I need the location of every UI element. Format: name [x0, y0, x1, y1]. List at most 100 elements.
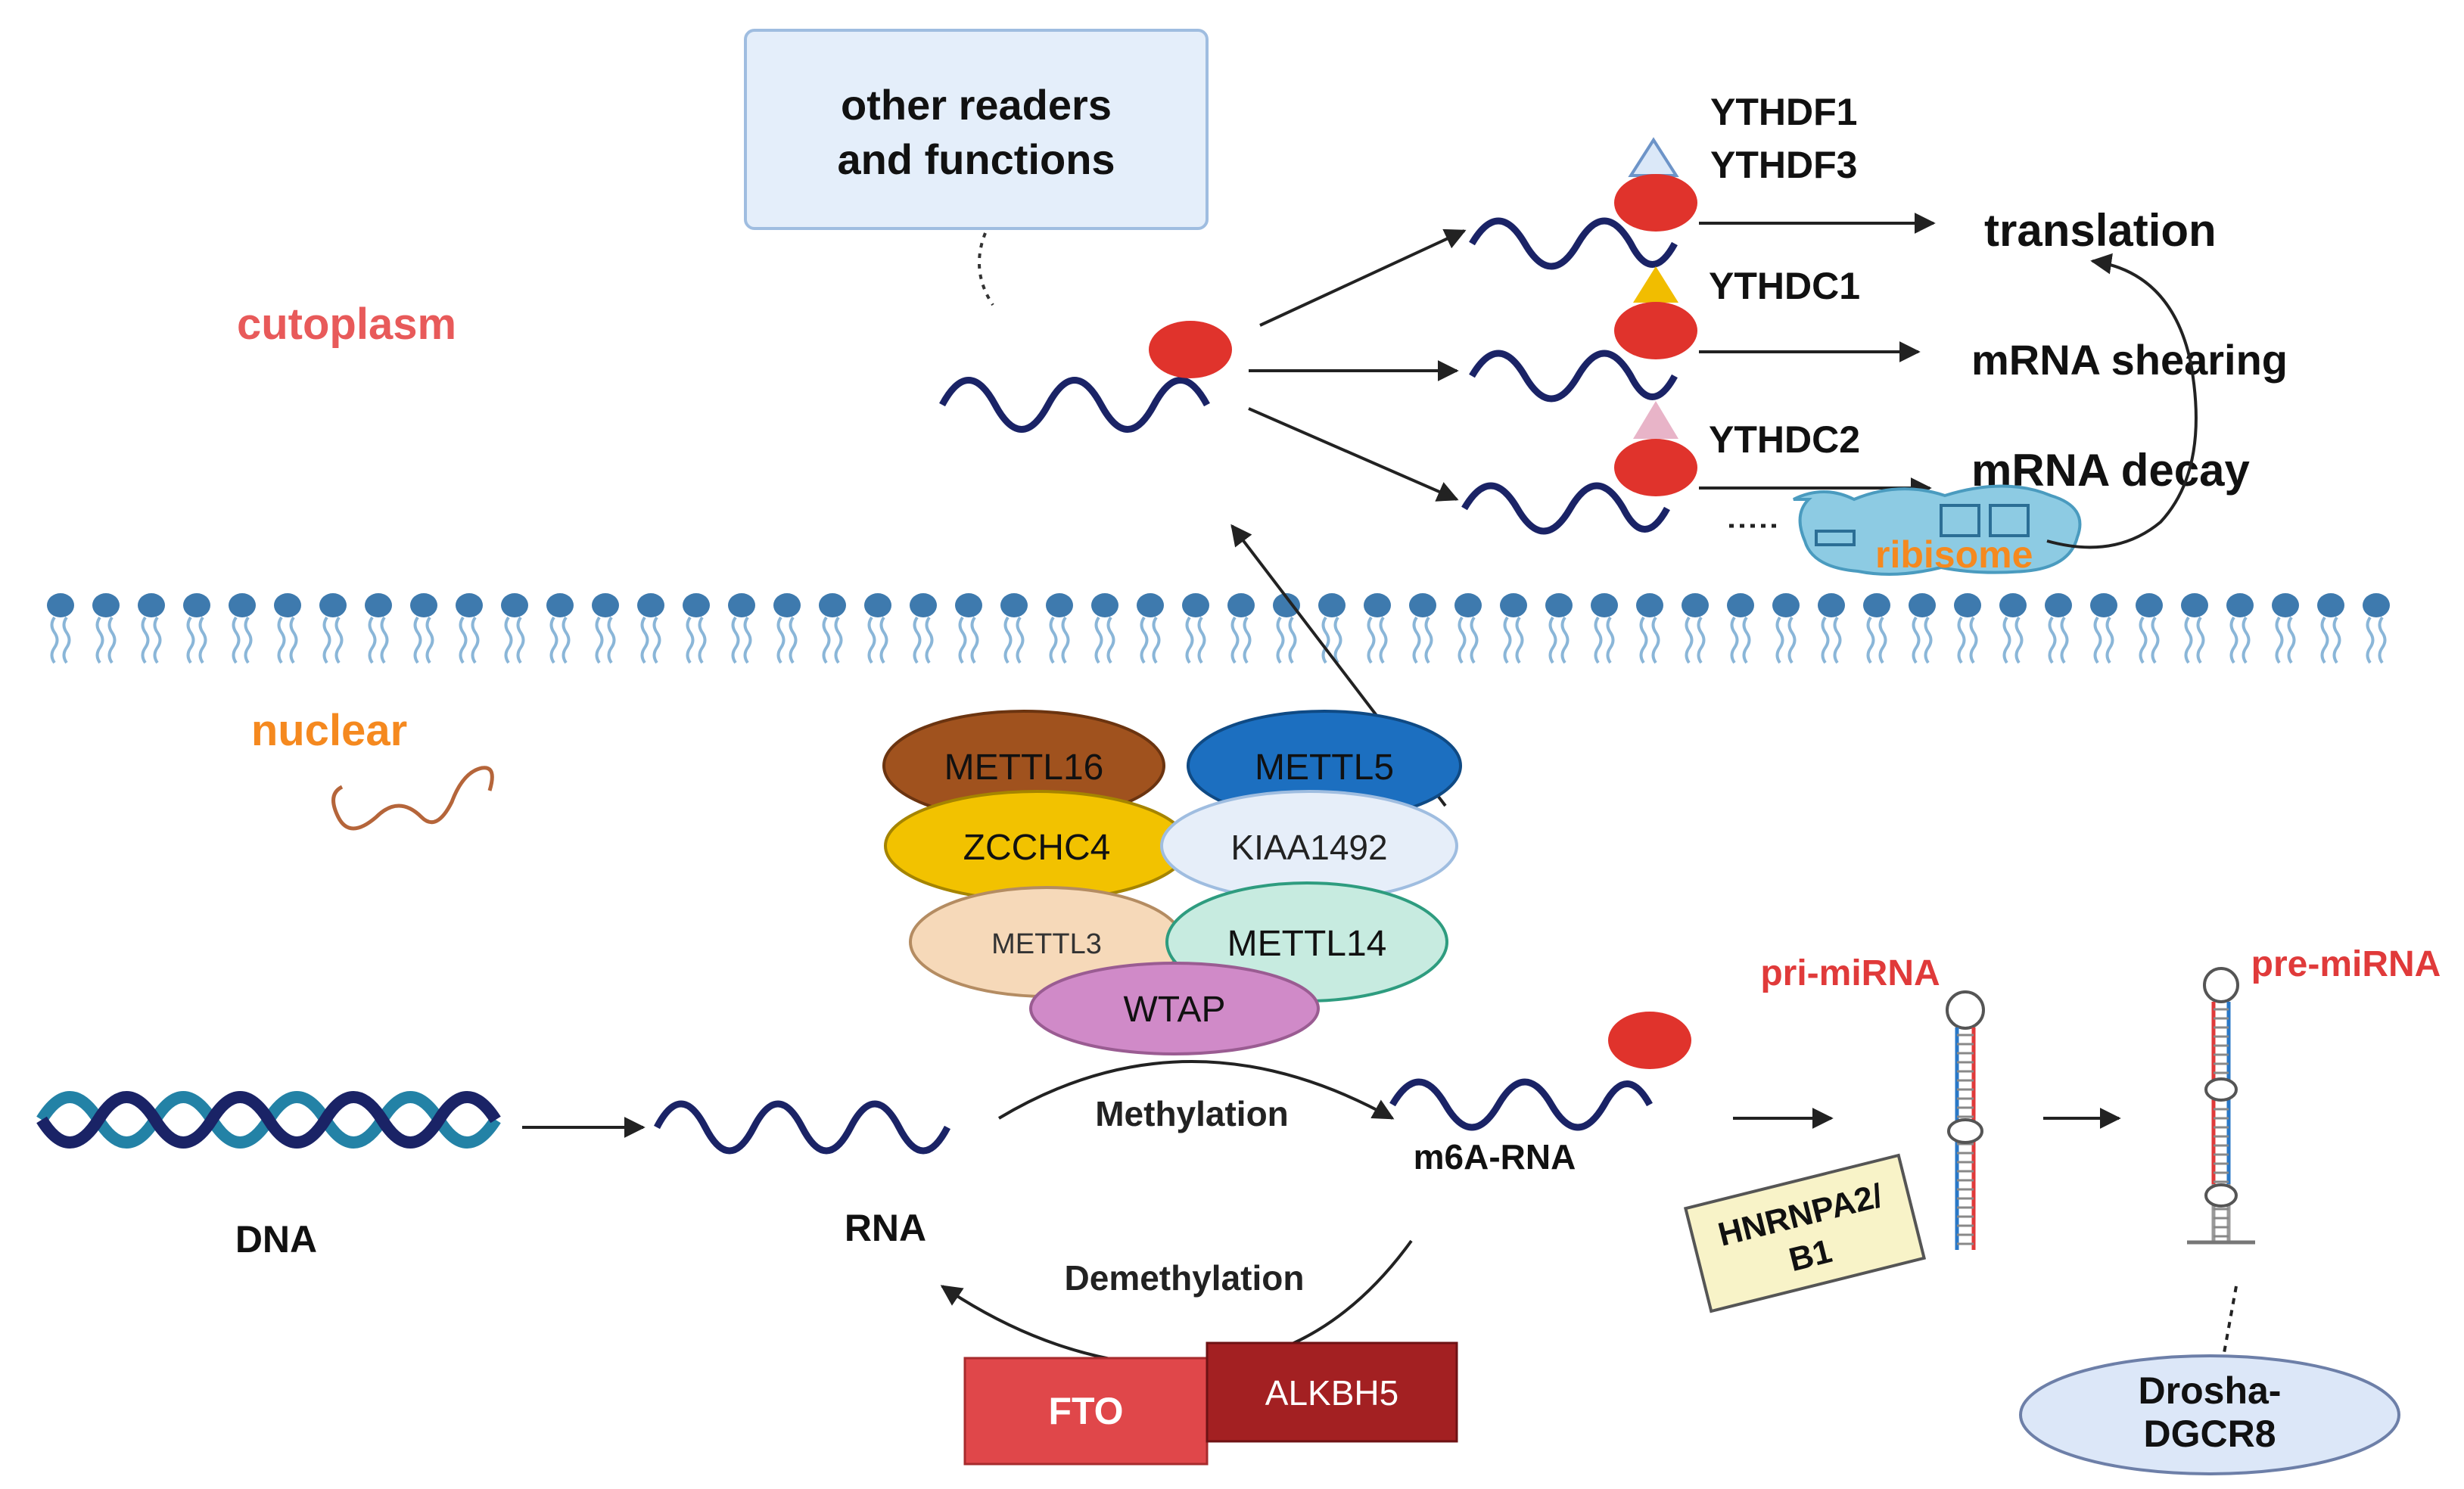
mettl3-label: METTL3: [991, 928, 1102, 960]
lipid-unit: [1498, 592, 1529, 664]
ythdc2-triangle-icon: [1633, 401, 1678, 439]
lipid-unit: [590, 592, 621, 664]
cell-membrane: [45, 592, 2391, 664]
lipid-unit: [1226, 592, 1256, 664]
m6a-mark: [1614, 302, 1697, 359]
mettl5-label: METTL5: [1255, 748, 1394, 788]
lipid-unit: [1044, 592, 1075, 664]
lipid-unit: [863, 592, 893, 664]
ythdf1-label: YTHDF1: [1710, 91, 1857, 133]
pre-mirna-label: pre-miRNA: [2251, 944, 2441, 984]
drosha-dotted-link: [2220, 1285, 2238, 1370]
other-readers-box: other readers and functions: [744, 29, 1209, 230]
dna-label: DNA: [235, 1218, 317, 1261]
zcchc4-label: ZCCHC4: [963, 828, 1111, 868]
lipid-unit: [454, 592, 484, 664]
lipid-unit: [2134, 592, 2164, 664]
m6a-rna-label: m6A-RNA: [1414, 1137, 1576, 1177]
drosha-dgcr8-complex: Drosha- DGCR8: [2019, 1354, 2400, 1475]
lipid-unit: [1635, 592, 1665, 664]
nuclear-rna-squiggle: [331, 766, 494, 831]
m6a-mark: [1608, 1012, 1691, 1069]
translation-label: translation: [1984, 205, 2217, 256]
lipid-unit: [1998, 592, 2028, 664]
demethylation-label: Demethylation: [1065, 1258, 1305, 1298]
lipid-unit: [1362, 592, 1392, 664]
lipid-unit: [1816, 592, 1846, 664]
lipid-unit: [227, 592, 257, 664]
lipid-unit: [636, 592, 666, 664]
hnrnpa2b1-box: HNRNPA2/ B1: [1683, 1153, 1927, 1313]
pre-mirna-hairpin: [2187, 967, 2255, 1245]
drosha-line1: Drosha-: [2139, 1369, 2282, 1412]
ythdf-triangle-icon: [1628, 137, 1679, 177]
ythdf3-label: YTHDF3: [1710, 144, 1857, 186]
methylation-arrow: [997, 1060, 1395, 1120]
lipid-unit: [1725, 592, 1756, 664]
ythdc2-label: YTHDC2: [1709, 418, 1860, 461]
m6a-mark: [1614, 439, 1697, 496]
reader-rna-ythdc2: YTHDC2: [1461, 401, 1860, 535]
cytoplasm-m6a-rna: [939, 321, 1232, 433]
lipid-unit: [1317, 592, 1347, 664]
fto-label: FTO: [1048, 1390, 1123, 1432]
fto-box: [963, 1357, 1209, 1466]
lipid-unit: [136, 592, 166, 664]
alkbh5-box: [1206, 1341, 1458, 1443]
pri-mirna-label: pri-miRNA: [1760, 953, 1940, 993]
m6a-mark: [1149, 321, 1232, 378]
rna-strand: [654, 1100, 950, 1155]
ythdc1-triangle-icon: [1633, 266, 1678, 303]
lipid-unit: [1181, 592, 1211, 664]
rna-label: RNA: [845, 1207, 926, 1249]
ribosome-to-translation-arrow: [2046, 253, 2198, 549]
arrow-to-ythdc2: [1248, 407, 1459, 502]
readers-dotted-link: [978, 232, 994, 306]
dna-helix: [36, 1091, 501, 1149]
mrna-shearing-label: mRNA shearing: [1971, 336, 2288, 384]
mettl14-label: METTL14: [1227, 924, 1387, 964]
mettl16-label: METTL16: [944, 748, 1104, 788]
lipid-unit: [2043, 592, 2074, 664]
lipid-unit: [182, 592, 212, 664]
lipid-unit: [318, 592, 348, 664]
eraser-complex: FTO ALKBH5: [963, 1341, 1458, 1466]
lipid-unit: [499, 592, 530, 664]
lipid-unit: [1952, 592, 1983, 664]
lipid-unit: [1271, 592, 1302, 664]
lipid-unit: [363, 592, 394, 664]
drosha-line2: DGCR8: [2143, 1413, 2276, 1455]
methylation-label: Methylation: [1095, 1094, 1289, 1133]
lipid-unit: [1408, 592, 1438, 664]
lipid-unit: [91, 592, 121, 664]
wtap-label: WTAP: [1123, 990, 1225, 1030]
lipid-unit: [2225, 592, 2255, 664]
lipid-unit: [954, 592, 984, 664]
pri-mirna-hairpin: [1946, 990, 1985, 1250]
lipid-unit: [45, 592, 76, 664]
ribosome-icon: ribisome: [1793, 484, 2082, 576]
lipid-unit: [1453, 592, 1483, 664]
lipid-unit: [1544, 592, 1574, 664]
lipid-unit: [999, 592, 1029, 664]
alkbh5-label: ALKBH5: [1265, 1373, 1398, 1413]
lipid-unit: [409, 592, 439, 664]
lipid-unit: [681, 592, 711, 664]
kiaa1492-label: KIAA1492: [1230, 828, 1387, 867]
other-readers-line1: other readers: [841, 81, 1112, 129]
lipid-unit: [2361, 592, 2391, 664]
lipid-unit: [1907, 592, 1937, 664]
m6a-mark: [1614, 174, 1697, 232]
cytoplasm-label: cutoplasm: [237, 300, 456, 349]
lipid-unit: [1680, 592, 1710, 664]
other-readers-line2: and functions: [837, 135, 1115, 183]
arrow-to-ythdf: [1259, 228, 1467, 327]
lipid-unit: [2089, 592, 2119, 664]
lipid-unit: [2270, 592, 2301, 664]
lipid-unit: [2179, 592, 2210, 664]
lipid-unit: [272, 592, 303, 664]
lipid-unit: [1862, 592, 1892, 664]
m6a-rna: [1389, 1012, 1691, 1131]
